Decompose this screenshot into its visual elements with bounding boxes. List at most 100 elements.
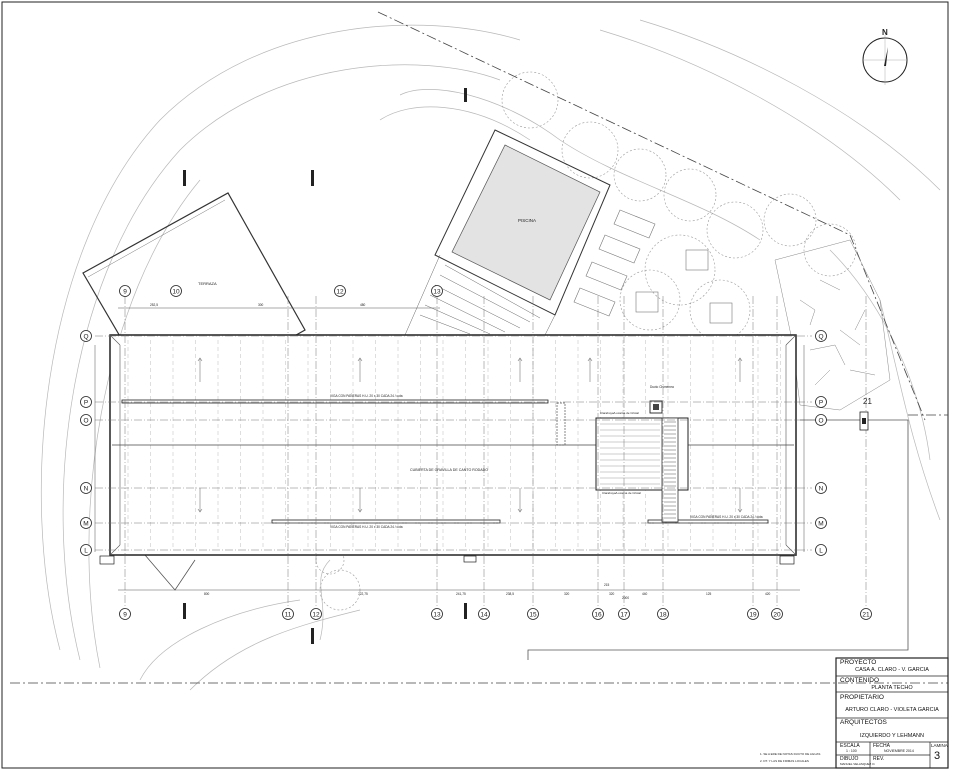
grid-bubble-bottom-16-label: 16 <box>594 611 602 618</box>
grid-horizontal-lines <box>95 335 812 551</box>
grid-bubble-left-O: O <box>80 414 92 426</box>
tb-proyecto-value: CASA A. CLARO - V. GARCIA <box>855 667 929 673</box>
grid-bubble-left-P-label: P <box>84 399 88 406</box>
tb-fecha-label: FECHA <box>873 743 890 749</box>
grid-bubble-bottom-18: 18 <box>657 608 669 620</box>
dim-bottom-3: 238,5 <box>506 592 514 596</box>
grid-bubble-top-9: 9 <box>119 285 131 297</box>
grid-bubble-bottom-20-label: 20 <box>773 611 781 618</box>
grid-bubble-right-L-label: L <box>819 547 823 554</box>
axis-21-marker: 21 <box>859 397 872 431</box>
dim-mid-0: 215 <box>604 583 610 587</box>
dim-bottom-2: 241,75 <box>456 592 466 596</box>
dimension-lines <box>94 307 805 591</box>
grid-bubble-top-10-label: 10 <box>172 288 180 295</box>
tb-contenido-value: PLANTA TECHO <box>871 685 913 691</box>
dim-bottom-7: 125 <box>706 592 712 596</box>
property-boundary <box>10 11 948 684</box>
dim-bottom-5: 320 <box>609 592 615 596</box>
grid-bubble-left-Q-label: Q <box>83 333 88 340</box>
tb-arquitectos-value: IZQUIERDO Y LEHMANN <box>860 733 924 739</box>
tb-rev-label: REV. <box>873 756 885 762</box>
grid-bubble-bottom-14: 14 <box>478 608 490 620</box>
grid-bubble-right-M-label: M <box>818 520 823 527</box>
grid-bubble-top-12: 12 <box>334 285 346 297</box>
grid-bubble-bottom-11: 11 <box>282 608 294 620</box>
grid-bubble-bottom-13-label: 13 <box>433 611 441 618</box>
grid-bubble-bottom-9-label: 9 <box>123 611 127 618</box>
roof-note: CUBIERTA DE GRAVILLA DE CANTO RODADO <box>410 468 488 472</box>
axis-21-label: 21 <box>863 397 872 406</box>
chimney-label: Ducto Chimenea <box>650 385 674 389</box>
dim-top-0: 252,5 <box>150 303 158 307</box>
grid-bubble-right-O: O <box>815 414 827 426</box>
grid-bubble-left-Q: Q <box>80 330 92 342</box>
tb-proyecto-label: PROYECTO <box>840 659 877 666</box>
grid-bubble-bottom-19: 19 <box>747 608 759 620</box>
dim-top-1: 300 <box>258 303 264 307</box>
note-1: 1. SE A ERE DE NOTAS DUCTO DE AGUAS <box>760 752 820 756</box>
grid-bubble-left-N: N <box>80 482 92 494</box>
grid-bubble-left-P: P <box>80 396 92 408</box>
grid-bubble-bottom-9: 9 <box>119 608 131 620</box>
north-label: N <box>882 28 888 37</box>
skylight-top-note: Claraboya/Lucarna de Cristal <box>600 411 639 415</box>
tb-propietario-label: PROPIETARIO <box>840 694 884 701</box>
roof-shaft <box>556 402 566 446</box>
grid-bubble-left-L: L <box>80 544 92 556</box>
grid-bubble-bottom-19-label: 19 <box>749 611 757 618</box>
skylight-bottom-note: Claraboya/Lucarna de Cristal <box>602 491 641 495</box>
grid-bubble-bottom-21: 21 <box>860 608 872 620</box>
title-block <box>835 657 949 769</box>
grid-bubble-right-Q-label: Q <box>818 333 823 340</box>
roof-flow-arrows <box>197 357 743 513</box>
beam-upper-label: VIGA CON PAÑERAS H.U. 20 x 30 CADA 24 / … <box>330 393 403 398</box>
tb-lamina-value: 3 <box>934 750 941 762</box>
dim-bottom-0: 800 <box>204 592 210 596</box>
grid-bubble-top-12-label: 12 <box>336 288 344 295</box>
dim-mid-1: 2000 <box>622 596 629 600</box>
grid-bubble-top-13-label: 13 <box>433 288 441 295</box>
grid-bubble-bottom-16: 16 <box>592 608 604 620</box>
grid-bubble-left-M-label: M <box>83 520 88 527</box>
grid-bubble-bottom-17: 17 <box>618 608 630 620</box>
grid-bubble-bottom-21-label: 21 <box>862 611 870 618</box>
grid-bubble-right-N-label: N <box>819 485 824 492</box>
grid-bubble-bottom-13: 13 <box>431 608 443 620</box>
grid-bubble-bottom-12: 12 <box>310 608 322 620</box>
pool-label: PISCINA <box>518 218 536 223</box>
grid-bubble-right-P-label: P <box>819 399 823 406</box>
dim-bottom-4: 320 <box>564 592 570 596</box>
tb-escala-value: 1 : 100 <box>846 749 857 753</box>
annex-label: TERRAZA <box>198 281 217 286</box>
grid-bubble-bottom-15-label: 15 <box>529 611 537 618</box>
beam-right-label: VIGA CON PAÑERAS H.U. 20 x 30 CADA 24 / … <box>690 514 763 519</box>
tb-fecha-value: NOVIEMBRE 2014 <box>884 749 914 753</box>
tb-lamina-label: LAMINA <box>931 743 948 748</box>
grid-bubble-left-M: M <box>80 517 92 529</box>
chimney: Ducto Chimenea <box>649 385 674 414</box>
grid-bubble-bottom-12-label: 12 <box>312 611 320 618</box>
terrain-contours <box>40 19 941 691</box>
skylight: Claraboya/Lucarna de Cristal Claraboya/L… <box>595 411 689 523</box>
dim-bottom-8: 420 <box>765 592 771 596</box>
grid-bubble-right-N: N <box>815 482 827 494</box>
dim-bottom-1: 722,75 <box>358 592 368 596</box>
beams: VIGA CON PAÑERAS H.U. 20 x 30 CADA 24 / … <box>121 393 769 529</box>
grid-bubble-right-P: P <box>815 396 827 408</box>
beam-lower-label: VIGA CON PAÑERAS H.U. 20 x 30 CADA 24 / … <box>330 524 403 529</box>
north-arrow: N <box>862 28 908 85</box>
dim-bottom-6: 440 <box>642 592 648 596</box>
pool-block: PISCINA <box>434 129 611 316</box>
grid-bubble-bottom-20: 20 <box>771 608 783 620</box>
tb-escala-label: ESCALA <box>840 743 860 749</box>
tb-dibujo-label: DIBUJO <box>840 756 859 762</box>
grid-bubble-bottom-14-label: 14 <box>480 611 488 618</box>
grid-bubble-top-13: 13 <box>431 285 443 297</box>
tb-arquitectos-label: ARQUITECTOS <box>840 719 887 726</box>
grid-bubble-right-O-label: O <box>818 417 823 424</box>
grid-bubble-right-L: L <box>815 544 827 556</box>
grid-bubble-bottom-17-label: 17 <box>620 611 628 618</box>
section-markers <box>99 88 795 644</box>
